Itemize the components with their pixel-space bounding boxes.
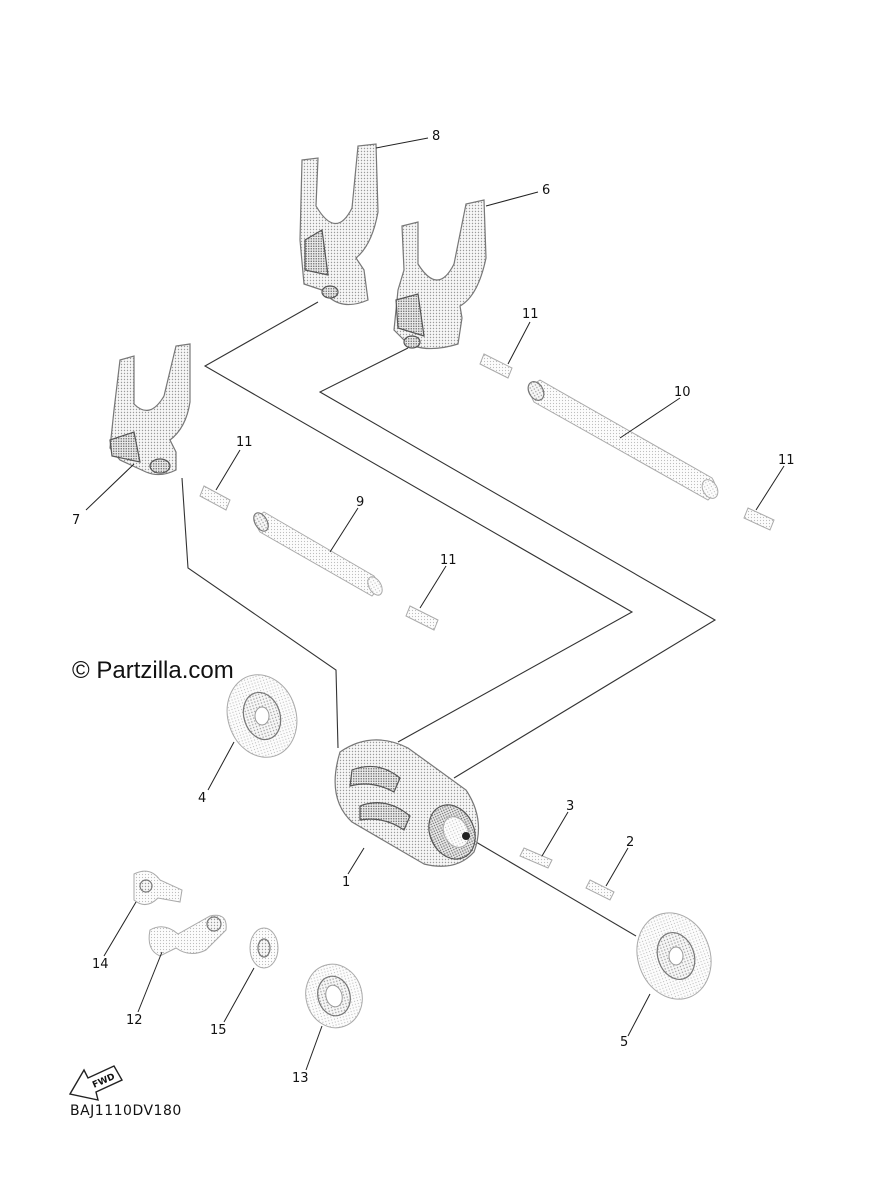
callout-8: 8 — [432, 129, 440, 144]
callout-6: 6 — [542, 183, 550, 198]
guide-bar-10[interactable] — [525, 379, 721, 501]
callout-1: 1 — [342, 875, 350, 890]
shift-drum-1[interactable] — [334, 739, 484, 867]
callout-7: 7 — [72, 513, 80, 528]
callout-3: 3 — [566, 799, 574, 814]
diagram-code: BAJ1110DV180 — [70, 1103, 182, 1119]
circlip-11-d[interactable] — [405, 605, 439, 631]
shift-fork-6[interactable] — [393, 199, 487, 350]
partzilla-watermark: © Partzilla.com — [72, 657, 234, 684]
callout-11-a: 11 — [522, 307, 539, 322]
part-14-segment[interactable] — [133, 870, 183, 905]
bearing-5[interactable] — [625, 902, 723, 1009]
shift-fork-7[interactable] — [109, 343, 191, 476]
callout-10: 10 — [674, 385, 691, 400]
callout-14: 14 — [92, 957, 109, 972]
callout-11-c: 11 — [236, 435, 253, 450]
circlip-11-a[interactable] — [479, 353, 513, 379]
pin-2[interactable] — [585, 879, 615, 901]
callout-2: 2 — [626, 835, 634, 850]
callout-labels: 1 2 3 4 5 6 7 8 9 10 11 11 11 11 12 13 1… — [72, 129, 795, 1086]
circlip-11-c[interactable] — [199, 485, 231, 511]
part-15-collar[interactable] — [249, 927, 279, 969]
callout-5: 5 — [620, 1035, 628, 1050]
shift-fork-8[interactable] — [299, 143, 379, 306]
fwd-arrow-icon: FWD — [68, 1065, 123, 1101]
callout-13: 13 — [292, 1071, 309, 1086]
callout-4: 4 — [198, 791, 206, 806]
leader-lines — [85, 137, 785, 1071]
callout-12: 12 — [126, 1013, 143, 1028]
part-12-stopper-lever[interactable] — [148, 914, 227, 957]
pin-3[interactable] — [519, 847, 553, 869]
assembly-frame-lines — [181, 301, 717, 937]
bearing-4[interactable] — [217, 666, 308, 767]
guide-bar-9[interactable] — [251, 510, 385, 597]
callout-11-b: 11 — [778, 453, 795, 468]
callout-9: 9 — [356, 495, 364, 510]
callout-11-d: 11 — [440, 553, 457, 568]
circlip-11-b[interactable] — [743, 507, 775, 531]
callout-15: 15 — [210, 1023, 227, 1038]
part-13-spring[interactable] — [299, 958, 370, 1034]
